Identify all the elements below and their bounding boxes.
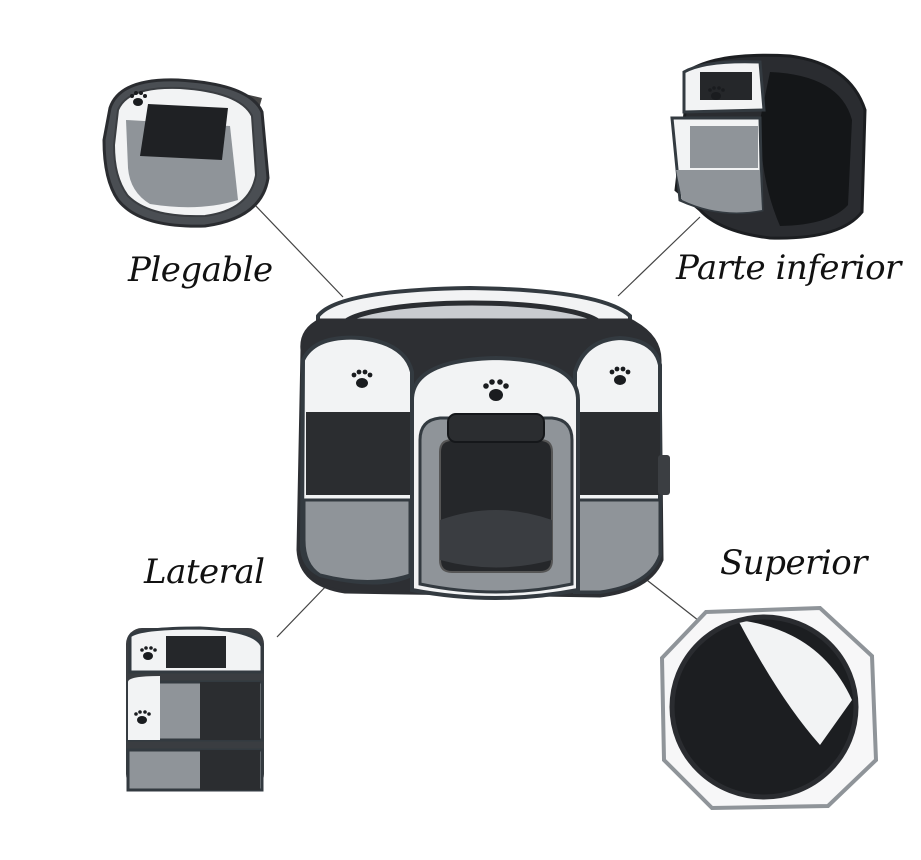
- connector-line-superior: [642, 576, 704, 625]
- paw-print-icon: [483, 379, 509, 401]
- label-parte-inferior: Parte inferior: [676, 248, 901, 288]
- side-view-image: [126, 626, 264, 792]
- label-lateral: Lateral: [144, 552, 265, 592]
- connector-line-plegable: [252, 202, 344, 298]
- playpen-main-image: [296, 285, 670, 600]
- label-superior: Superior: [720, 543, 867, 583]
- paw-print-icon: [130, 91, 147, 106]
- paw-print-icon: [351, 369, 373, 388]
- paw-print-icon: [140, 646, 157, 660]
- folded-playpen-image: [102, 78, 270, 228]
- connector-line-lateral: [276, 581, 331, 638]
- paw-print-icon: [609, 366, 631, 385]
- paw-print-icon: [134, 710, 151, 724]
- top-view-image: [659, 605, 879, 811]
- connector-line-parte-inferior: [617, 216, 701, 297]
- bottom-view-image: [670, 53, 867, 240]
- label-plegable: Plegable: [128, 250, 273, 290]
- paw-print-icon: [708, 86, 725, 100]
